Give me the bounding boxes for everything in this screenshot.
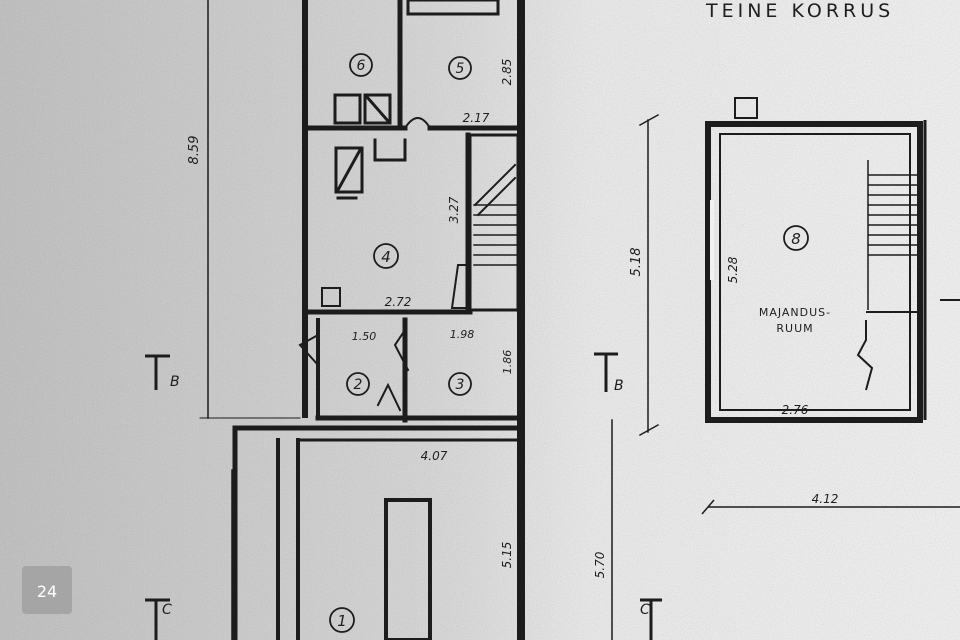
dim-859: 8.59: [187, 136, 202, 165]
room-4-number: 4: [381, 248, 391, 266]
room-5-number: 5: [456, 61, 465, 77]
small-fixture: [321, 287, 341, 307]
room-8-number: 8: [791, 230, 801, 248]
room-1-circle: [329, 607, 355, 633]
door-3: [393, 328, 410, 372]
dim-276: 2.76: [782, 403, 809, 417]
section-c-left: C: [162, 602, 172, 618]
wall-top-nook: [406, 0, 500, 16]
stove-diag: [335, 147, 363, 193]
room-6-number: 6: [357, 58, 366, 74]
section-b-left: B: [170, 374, 180, 390]
dim-tick-412: [701, 499, 715, 515]
door-2b: [376, 382, 402, 412]
room-8-circle: [783, 225, 809, 251]
room-8-label-line1: MAJANDUS-: [759, 306, 831, 319]
door-5: [403, 117, 432, 130]
dim-tick-518-top: [638, 113, 660, 127]
dim-186: 1.86: [501, 350, 514, 375]
left-plan: [199, 0, 660, 640]
room-markers: [329, 53, 809, 633]
stair-diag-2: [476, 176, 517, 217]
room-4-circle: [373, 243, 399, 269]
room-2-circle: [346, 372, 370, 396]
door-8: [856, 320, 874, 391]
room-2-number: 2: [354, 377, 363, 393]
appliance-box-2: [363, 93, 392, 125]
dim-tick-518-bot: [638, 423, 660, 437]
stair-well: [468, 133, 520, 312]
appliance-box: [333, 93, 362, 125]
dim-412: 4.12: [812, 492, 839, 506]
stair-8: [867, 160, 920, 310]
dim-327: 3.27: [447, 196, 461, 223]
stair-diag: [473, 163, 517, 207]
dim-272: 2.72: [385, 295, 412, 309]
dim-407: 4.07: [421, 449, 448, 463]
floor-title: TEINE KORRUS: [705, 0, 894, 22]
dim-528: 5.28: [726, 256, 740, 283]
door-2: [298, 333, 320, 367]
dim-570: 5.70: [593, 551, 607, 578]
dim-150: 1.50: [352, 330, 377, 343]
room-3-circle: [448, 372, 472, 396]
chimney-column: [384, 498, 432, 640]
chimney-small: [734, 97, 758, 119]
right-plan: [701, 97, 960, 515]
watermark-text: 24: [37, 582, 57, 601]
section-markers: [145, 352, 662, 640]
section-b-right: B: [614, 378, 624, 394]
stair-treads: [473, 204, 517, 266]
room-5-circle: [448, 56, 472, 80]
dim-285: 2.85: [500, 59, 514, 86]
stair-landing: [450, 264, 471, 309]
watermark-logo: 24: [22, 566, 72, 614]
door-4: [373, 138, 407, 162]
appliance-diag: [364, 94, 391, 124]
room-8-outer: [705, 121, 923, 423]
room-1-number: 1: [337, 612, 347, 630]
dim-515: 5.15: [500, 542, 514, 569]
dim-198: 1.98: [450, 328, 475, 341]
room-3-number: 3: [456, 377, 465, 393]
dim-518: 5.18: [629, 248, 644, 277]
section-c-right: C: [640, 602, 650, 618]
room-8-inner: [719, 133, 911, 411]
room-6-circle: [349, 53, 373, 77]
stove-k: [334, 146, 364, 194]
room-8-label-line2: RUUM: [776, 322, 813, 335]
dim-217: 2.17: [463, 111, 490, 125]
